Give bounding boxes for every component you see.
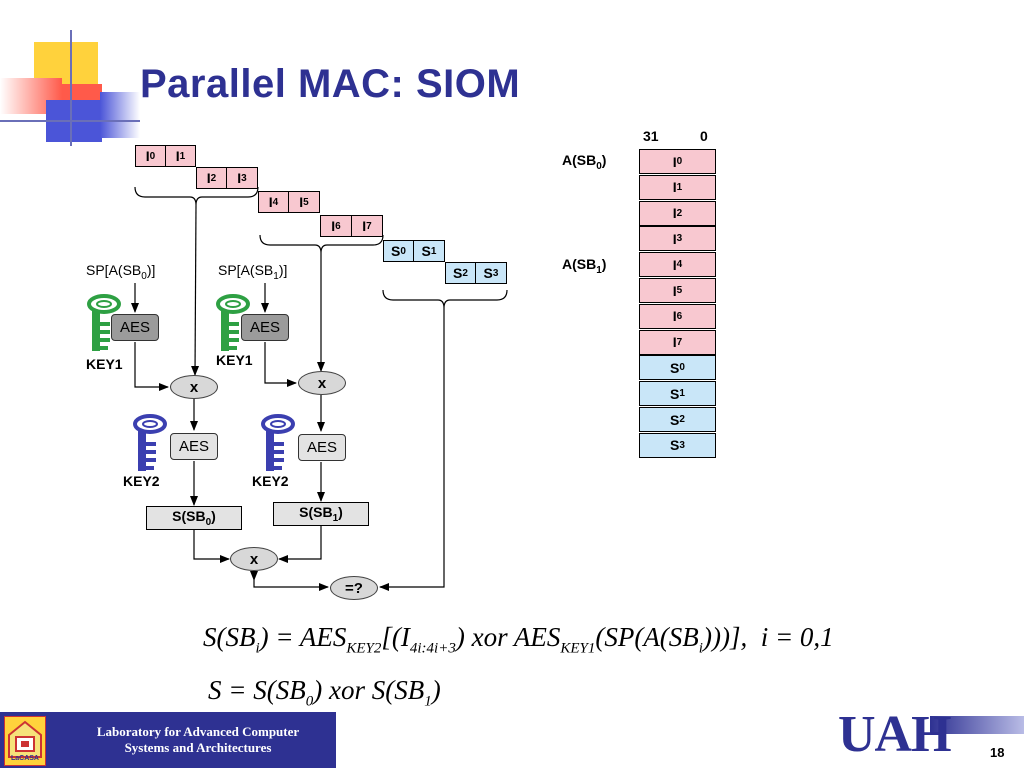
- key1-icon: [216, 294, 250, 351]
- page-number: 18: [990, 745, 1005, 760]
- aes-key2-box: AES: [170, 433, 218, 460]
- sbox-sb1-text: S(SB1): [299, 504, 343, 524]
- compare-node: =?: [330, 576, 378, 600]
- footer-text: Laboratory for Advanced Computer Systems…: [60, 724, 336, 756]
- page-title: Parallel MAC: SIOM: [140, 62, 521, 106]
- footer-banner: LaCASA Laboratory for Advanced Computer …: [0, 712, 336, 768]
- addr-sb0-label: A(SB0): [562, 152, 607, 172]
- bit-high-label: 31: [643, 128, 659, 144]
- decor-corner: [0, 0, 140, 150]
- aes-key1-box: AES: [111, 314, 159, 341]
- lacasa-logo: LaCASA: [4, 716, 46, 766]
- uah-logo: UAH: [838, 706, 952, 763]
- aes-key2-box: AES: [298, 434, 346, 461]
- sbox-sb1: S(SB1): [273, 502, 369, 526]
- footer-rule: [336, 712, 836, 713]
- formula-2: S = S(SB0) xor S(SB1): [208, 675, 441, 710]
- key2-label: KEY2: [123, 473, 160, 489]
- key2-label: KEY2: [252, 473, 289, 489]
- multiply-node: x: [230, 547, 278, 571]
- formula-1: S(SBi) = AESKEY2[(I4i:4i+3) xor AESKEY1(…: [203, 622, 834, 657]
- sp-sb1-label: SP[A(SB1)]: [218, 262, 288, 282]
- bit-low-label: 0: [700, 128, 708, 144]
- sbox-sb0-text: S(SB0): [172, 508, 216, 528]
- aes-key1-box: AES: [241, 314, 289, 341]
- key2-icon: [133, 414, 167, 471]
- footer-line-1: Laboratory for Advanced Computer: [96, 724, 300, 739]
- multiply-node: x: [298, 371, 346, 395]
- key1-label: KEY1: [86, 356, 123, 372]
- lacasa-label: LaCASA: [10, 755, 39, 762]
- key2-icon: [261, 414, 295, 471]
- sbox-sb0: S(SB0): [146, 506, 242, 530]
- key1-icon: [87, 294, 121, 351]
- key1-label: KEY1: [216, 352, 253, 368]
- multiply-node: x: [170, 375, 218, 399]
- footer-line-2: Systems and Architectures: [124, 740, 272, 755]
- sp-sb0-label: SP[A(SB0)]: [86, 262, 156, 282]
- uah-stripe: [930, 716, 1024, 734]
- addr-sb1-label: A(SB1): [562, 256, 607, 276]
